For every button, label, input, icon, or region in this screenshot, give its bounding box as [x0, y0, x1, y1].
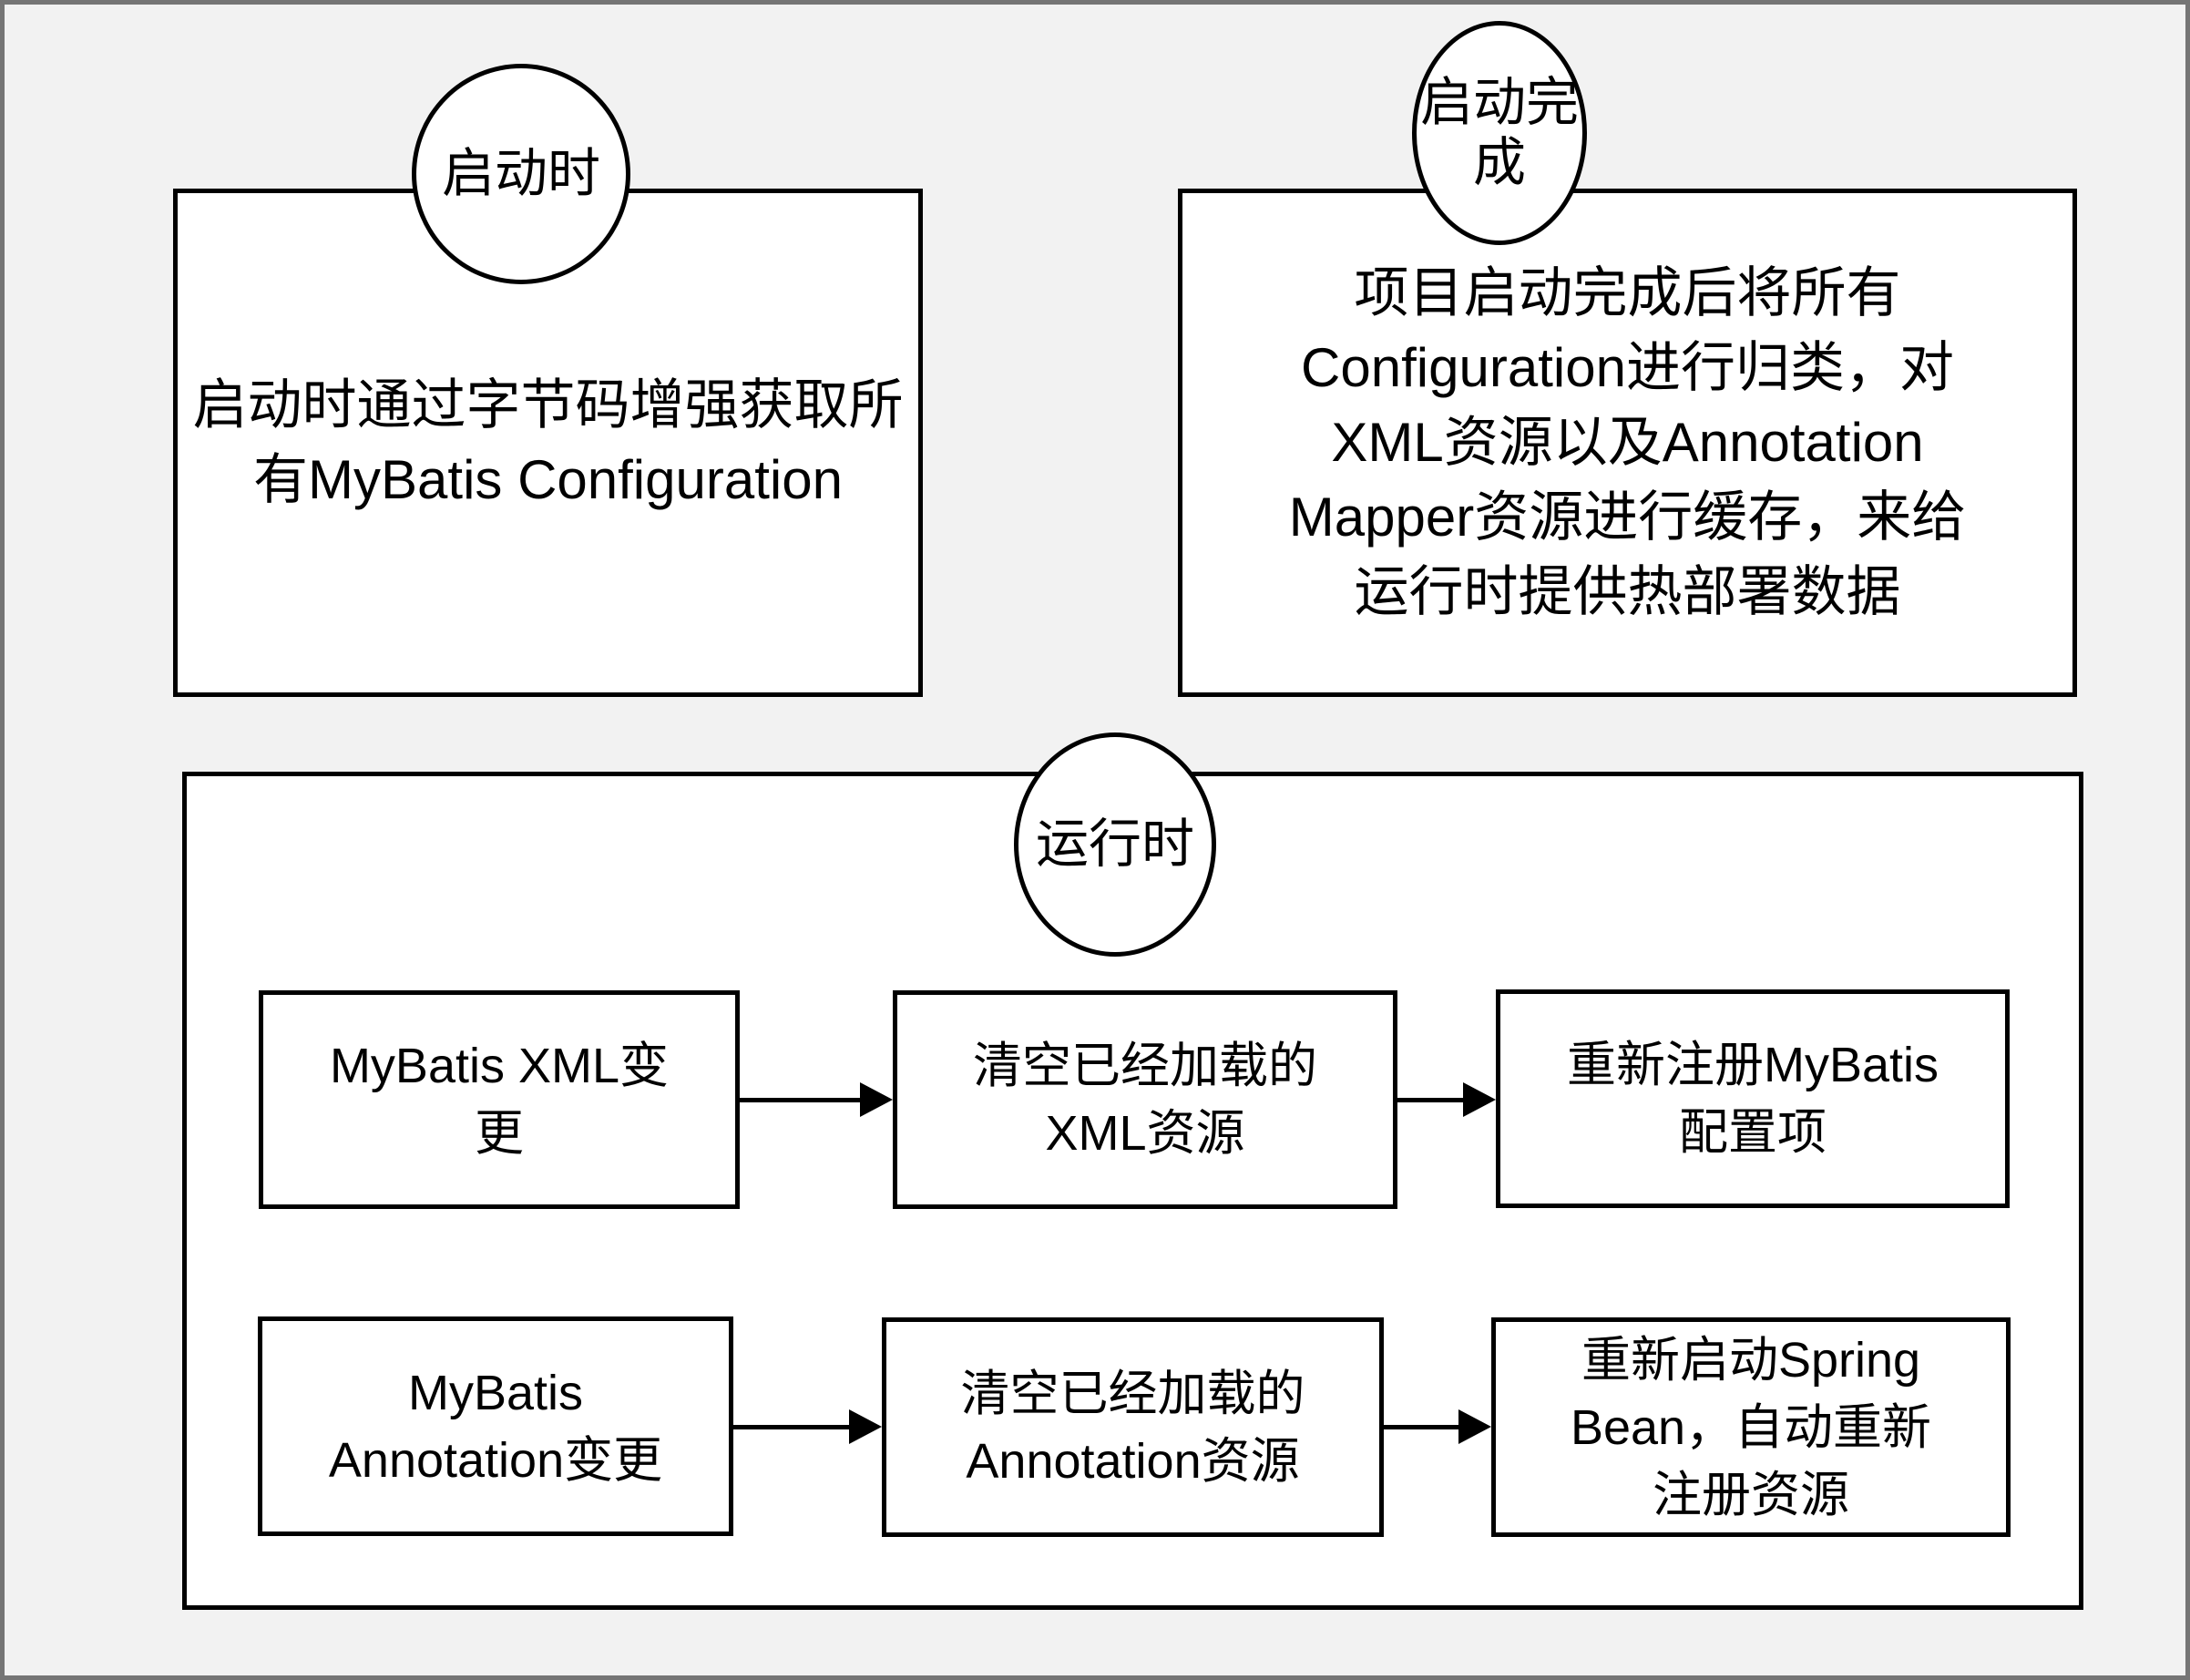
runtime-step-reregister-config: 重新注册MyBatis 配置项	[1496, 989, 2010, 1208]
startup-done-badge-line: 成	[1472, 133, 1526, 192]
startup-done-text-line: 项目启动完成后将所有	[1354, 262, 1901, 323]
step-text-line: Bean，自动重新	[1570, 1399, 1932, 1455]
step-text-line: Annotation变更	[328, 1432, 663, 1488]
step-text-line: MyBatis XML变	[329, 1039, 670, 1093]
step-text-line: MyBatis	[407, 1365, 584, 1420]
runtime-badge-label: 运行时	[1035, 814, 1194, 874]
runtime-step-clear-xml: 清空已经加载的 XML资源	[893, 990, 1397, 1209]
step-text-line: XML资源	[1045, 1106, 1245, 1161]
arrow-right-icon	[1463, 1082, 1496, 1117]
startup-done-text-line: Configuration进行归类，对	[1301, 337, 1954, 398]
runtime-step-annotation-change: MyBatis Annotation变更	[258, 1316, 733, 1536]
step-text-line: 注册资源	[1653, 1467, 1849, 1522]
flow-arrow	[740, 1082, 893, 1117]
step-text-line: 重新启动Spring	[1581, 1332, 1921, 1388]
startup-done-badge: 启动完 成	[1412, 21, 1587, 245]
flow-arrow	[733, 1409, 882, 1444]
arrow-shaft	[1397, 1097, 1463, 1102]
startup-done-text-line: Mapper资源进行缓存，来给	[1288, 487, 1967, 548]
runtime-step-clear-annotation: 清空已经加载的 Annotation资源	[882, 1317, 1384, 1537]
arrow-shaft	[1384, 1424, 1458, 1429]
arrow-right-icon	[1458, 1409, 1491, 1444]
step-text-line: 重新注册MyBatis	[1566, 1038, 1939, 1092]
arrow-right-icon	[849, 1409, 882, 1444]
startup-badge: 启动时	[412, 64, 630, 284]
step-text-line: 清空已经加载的	[973, 1039, 1317, 1093]
runtime-step-restart-spring-bean: 重新启动Spring Bean，自动重新 注册资源	[1491, 1317, 2011, 1537]
arrow-shaft	[740, 1097, 860, 1102]
step-text-line: Annotation资源	[966, 1433, 1300, 1489]
runtime-badge: 运行时	[1014, 732, 1216, 957]
step-text-line: 更	[475, 1106, 524, 1161]
startup-box-text-line: 有MyBatis Configuration	[253, 449, 843, 510]
flow-arrow	[1384, 1409, 1491, 1444]
startup-badge-label: 启动时	[441, 144, 600, 203]
arrow-shaft	[733, 1424, 849, 1429]
startup-box-text-line: 启动时通过字节码增强获取所	[192, 374, 904, 435]
startup-done-box: 项目启动完成后将所有 Configuration进行归类，对 XML资源以及An…	[1178, 189, 2077, 697]
startup-done-text-line: XML资源以及Annotation	[1331, 412, 1924, 473]
step-text-line: 清空已经加载的	[960, 1366, 1305, 1421]
arrow-right-icon	[860, 1082, 893, 1117]
flow-arrow	[1397, 1082, 1496, 1117]
step-text-line: 配置项	[1679, 1105, 1827, 1160]
startup-done-text-line: 运行时提供热部署数据	[1354, 561, 1901, 622]
runtime-step-xml-change: MyBatis XML变 更	[259, 990, 740, 1209]
startup-done-badge-line: 启动完	[1419, 73, 1579, 132]
